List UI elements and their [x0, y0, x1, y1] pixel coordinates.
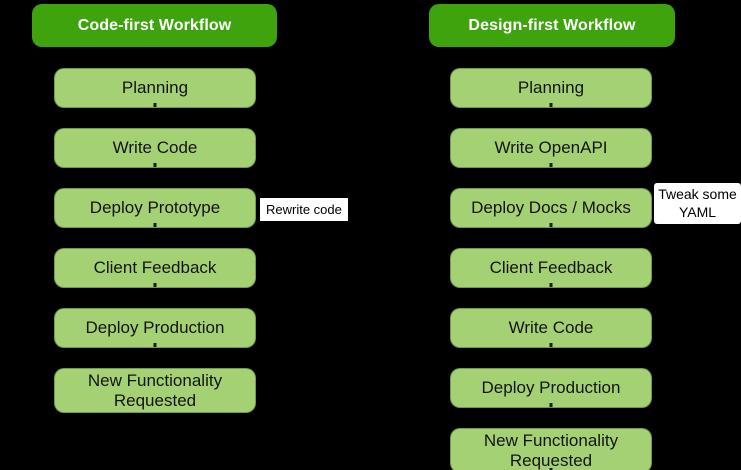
- workflow-step-label: Client Feedback: [93, 258, 217, 278]
- workflow-step: New Functionality Requested: [450, 428, 652, 470]
- workflow-step: Deploy Prototype: [54, 188, 256, 228]
- workflow-step-label: Write Code: [508, 318, 594, 338]
- design-first-steps-column: Planning Write OpenAPI Deploy Docs / Moc…: [450, 68, 652, 470]
- workflow-step-label: Client Feedback: [489, 258, 613, 278]
- rewrite-code-note: Rewrite code: [260, 198, 348, 221]
- workflow-step-label: Deploy Docs / Mocks: [471, 198, 631, 218]
- workflow-step-label: Deploy Production: [85, 318, 225, 338]
- code-first-workflow-header: Code-first Workflow: [32, 4, 277, 47]
- workflow-step-label: Planning: [517, 78, 585, 98]
- workflow-step-label: Deploy Production: [481, 378, 621, 398]
- code-first-steps-column: Planning Write Code Deploy Prototype Cli…: [54, 68, 256, 414]
- workflow-step: Planning: [54, 68, 256, 108]
- workflow-step-label: Write OpenAPI: [494, 138, 608, 158]
- workflow-step-label: New Functionality Requested: [87, 371, 223, 410]
- workflow-step: Planning: [450, 68, 652, 108]
- workflow-step: Write OpenAPI: [450, 128, 652, 168]
- workflow-step: Deploy Production: [54, 308, 256, 348]
- workflow-step: Write Code: [54, 128, 256, 168]
- workflow-step-label: Planning: [121, 78, 189, 98]
- workflow-step: Client Feedback: [54, 248, 256, 288]
- workflow-step-label: New Functionality Requested: [483, 431, 619, 470]
- workflow-step: Write Code: [450, 308, 652, 348]
- tweak-some-yaml-note: Tweak some YAML: [654, 183, 741, 224]
- workflow-step: Client Feedback: [450, 248, 652, 288]
- workflow-step-label: Write Code: [112, 138, 198, 158]
- workflow-step: Deploy Production: [450, 368, 652, 408]
- design-first-workflow-header: Design-first Workflow: [429, 4, 675, 47]
- workflow-step-label: Deploy Prototype: [89, 198, 221, 218]
- workflow-step: Deploy Docs / Mocks: [450, 188, 652, 228]
- workflow-step: New Functionality Requested: [54, 368, 256, 414]
